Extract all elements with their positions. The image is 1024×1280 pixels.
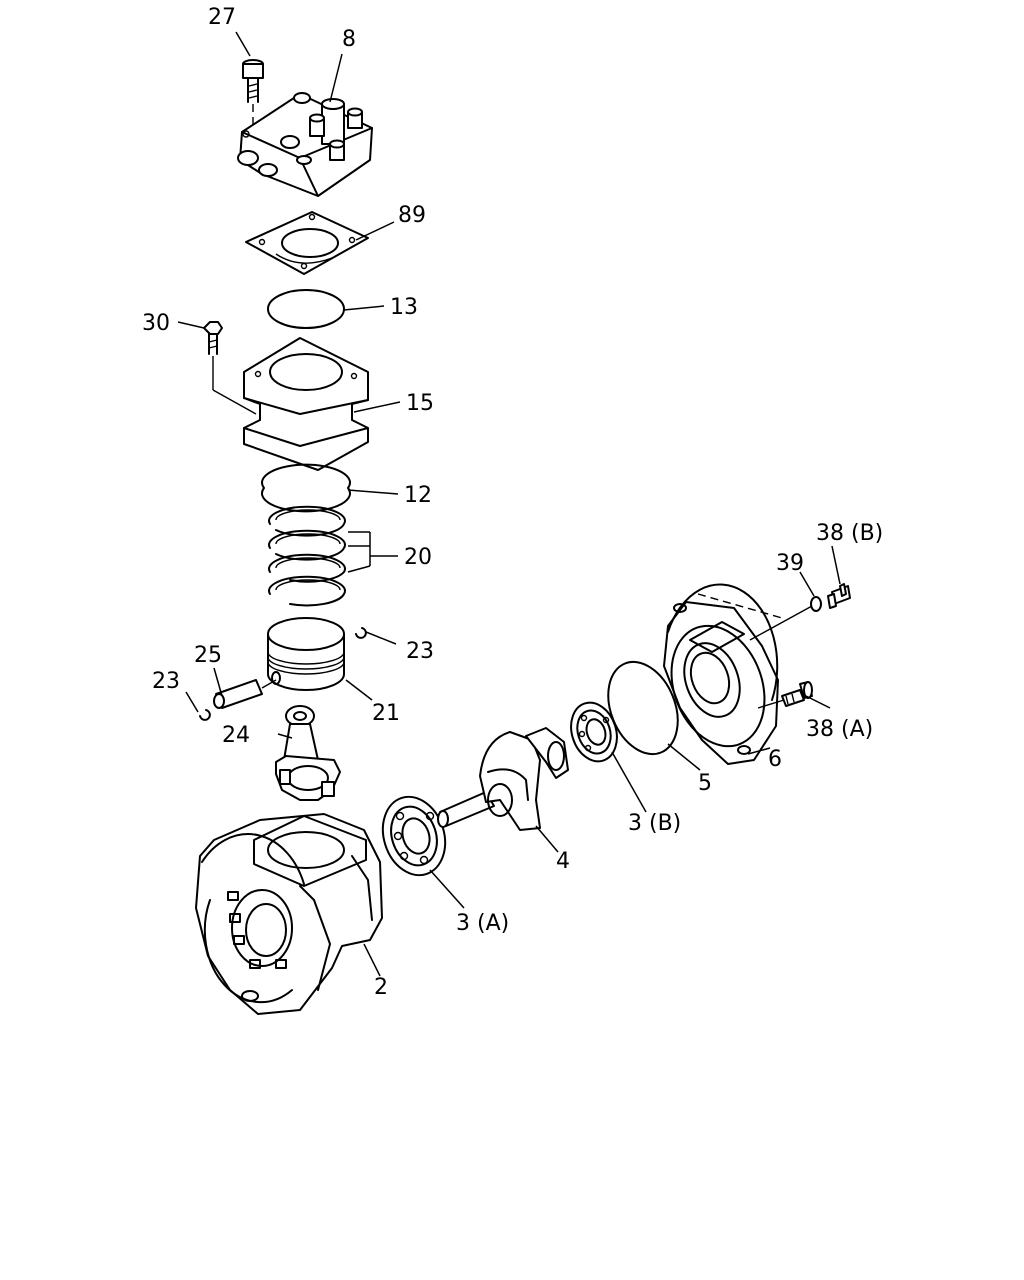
callout-23-right: 23 [406, 639, 434, 664]
callout-8: 8 [342, 27, 356, 52]
part-38a-bolt [781, 681, 813, 707]
callout-15: 15 [406, 391, 434, 416]
callout-21: 21 [372, 701, 400, 726]
callout-12: 12 [404, 483, 432, 508]
part-27-bolt [242, 59, 264, 128]
part-8-cylinder-head [237, 92, 373, 197]
callout-89: 89 [398, 203, 426, 228]
callout-labels: 27 8 89 13 30 15 12 20 38 (B) 39 23 25 2… [142, 5, 883, 1000]
callout-2: 2 [374, 975, 388, 1000]
callout-25: 25 [194, 643, 222, 668]
callout-23-left: 23 [152, 669, 180, 694]
part-39-washer [810, 596, 822, 612]
callout-6: 6 [768, 747, 782, 772]
assembly-lines [697, 593, 813, 709]
part-6-bearing-cover [663, 583, 779, 765]
callout-5: 5 [698, 771, 712, 796]
part-89-gasket [245, 211, 369, 275]
callout-38b: 38 (B) [816, 521, 883, 546]
part-12-o-ring [261, 463, 351, 513]
part-21-piston [267, 617, 345, 691]
callout-27: 27 [208, 5, 236, 30]
callout-39: 39 [776, 551, 804, 576]
callout-3a: 3 (A) [456, 911, 509, 936]
callout-3b: 3 (B) [628, 811, 681, 836]
part-5-o-ring [607, 660, 679, 756]
part-3a-bearing [381, 795, 447, 877]
part-30-bolt [203, 321, 257, 415]
part-15-cylinder [243, 337, 369, 471]
leader-lines [177, 31, 841, 977]
callout-38a: 38 (A) [806, 717, 873, 742]
part-38b-bolt [827, 583, 851, 609]
callout-30: 30 [142, 311, 170, 336]
callout-24: 24 [222, 723, 250, 748]
part-24-connecting-rod [275, 705, 341, 801]
part-23-snap-ring-right [355, 627, 367, 639]
part-20-piston-rings [268, 505, 346, 607]
callout-13: 13 [390, 295, 418, 320]
callout-4: 4 [556, 849, 570, 874]
part-4-crankshaft [437, 727, 569, 831]
part-25-piston-pin [213, 679, 277, 709]
part-13-o-ring [267, 289, 345, 329]
callout-20: 20 [404, 545, 432, 570]
part-23-snap-ring-left [199, 709, 211, 721]
part-2-crankcase [195, 813, 383, 1015]
